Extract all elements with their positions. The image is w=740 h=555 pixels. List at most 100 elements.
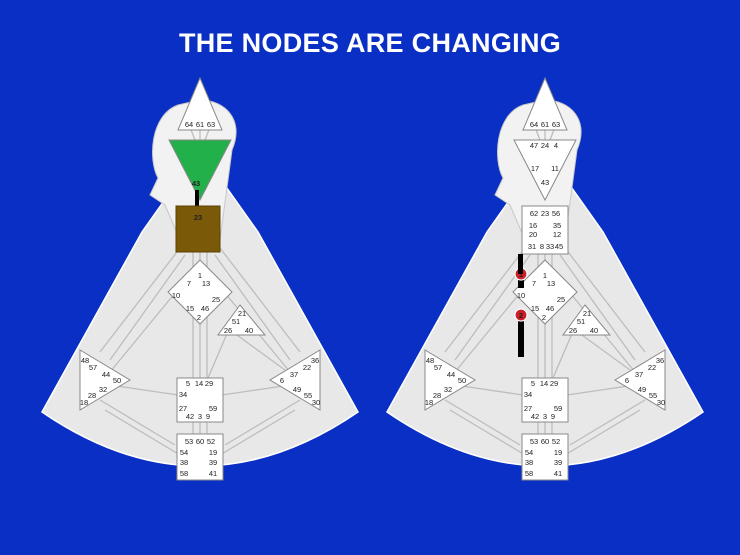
gate-label: 23 [194,213,202,222]
gate-label: 20 [529,230,537,239]
gate-label: 9 [206,412,210,421]
gate-label: 54 [180,448,188,457]
gate-label: 5 [186,379,190,388]
solar-plexus-center [269,349,321,411]
spleen-center [424,349,476,411]
gate-label: 16 [529,221,537,230]
gate-label: 38 [180,458,188,467]
gate-label: 26 [569,326,577,335]
gate-label: 29 [205,379,213,388]
marker-label: 1 [519,270,523,279]
gate-label: 40 [245,326,253,335]
gate-label: 60 [541,437,549,446]
gate-label: 11 [551,164,559,173]
gate-label: 52 [207,437,215,446]
gate-label: 30 [312,398,320,407]
gate-label: 36 [656,356,664,365]
gate-label: 61 [541,120,549,129]
gate-label: 39 [554,458,562,467]
gate-label: 27 [179,404,187,413]
gate-label: 19 [209,448,217,457]
gate-label: 42 [531,412,539,421]
gate-label: 58 [180,469,188,478]
gate-label: 53 [530,437,538,446]
head-center [177,76,223,131]
gate-label: 49 [638,385,646,394]
marker-label: 2 [519,311,523,320]
gate-label: 10 [517,291,525,300]
gate-label: 3 [543,412,547,421]
gate-label: 21 [583,309,591,318]
gate-label: 23 [541,209,549,218]
gate-label: 1 [543,271,547,280]
gate-label: 25 [557,295,565,304]
gate-label: 2 [197,313,201,322]
channel-lines [99,121,301,456]
gate-label: 2 [542,313,546,322]
heart-center [562,304,612,336]
gate-label: 58 [525,469,533,478]
gate-label: 1 [198,271,202,280]
gate-label: 27 [524,404,532,413]
gate-label: 51 [577,317,585,326]
slide-title: THE NODES ARE CHANGING [178,28,562,58]
gate-label: 52 [552,437,560,446]
gate-label: 44 [102,370,110,379]
gate-label: 57 [89,363,97,372]
gate-label: 32 [99,385,107,394]
gate-label: 14 [540,379,548,388]
gate-label: 34 [524,390,532,399]
gate-label: 63 [207,120,215,129]
gate-label: 61 [196,120,204,129]
gate-label: 19 [554,448,562,457]
active-channel [518,278,524,288]
gate-label: 49 [293,385,301,394]
gate-label: 35 [553,221,561,230]
gate-label: 7 [532,279,536,288]
gate-label: 39 [209,458,217,467]
gate-label: 48 [426,356,434,365]
gate-label: 38 [525,458,533,467]
gate-label: 50 [113,376,121,385]
root-center [176,433,224,481]
gate-label: 64 [530,120,538,129]
gate-label: 44 [447,370,455,379]
spleen-center [79,349,131,411]
gate-label: 50 [458,376,466,385]
gate-label: 37 [635,370,643,379]
gate-label: 9 [551,412,555,421]
gate-label: 25 [212,295,220,304]
gate-label: 63 [552,120,560,129]
node-marker-2: 2 [514,308,528,322]
gate-label: 57 [434,363,442,372]
gate-label: 22 [648,363,656,372]
gate-label: 13 [202,279,210,288]
ajna-center [513,139,577,202]
gate-label: 48 [81,356,89,365]
sacral-center [521,377,569,423]
gate-label: 54 [525,448,533,457]
gate-label: 5 [531,379,535,388]
throat-center [175,205,221,253]
gate-label: 3 [198,412,202,421]
gate-label: 41 [209,469,217,478]
gate-label: 37 [290,370,298,379]
gate-label: 41 [554,469,562,478]
gate-label: 46 [201,304,209,313]
gate-label: 15 [186,304,194,313]
gate-label: 32 [444,385,452,394]
active-channel [518,319,524,357]
gate-label: 18 [425,398,433,407]
gate-label: 6 [625,376,629,385]
gate-label: 18 [80,398,88,407]
gate-label: 21 [238,309,246,318]
gate-label: 7 [187,279,191,288]
gate-label: 29 [550,379,558,388]
gate-label: 17 [531,164,539,173]
gate-label: 42 [186,412,194,421]
ajna-center [168,139,232,202]
gate-label: 4 [554,141,558,150]
